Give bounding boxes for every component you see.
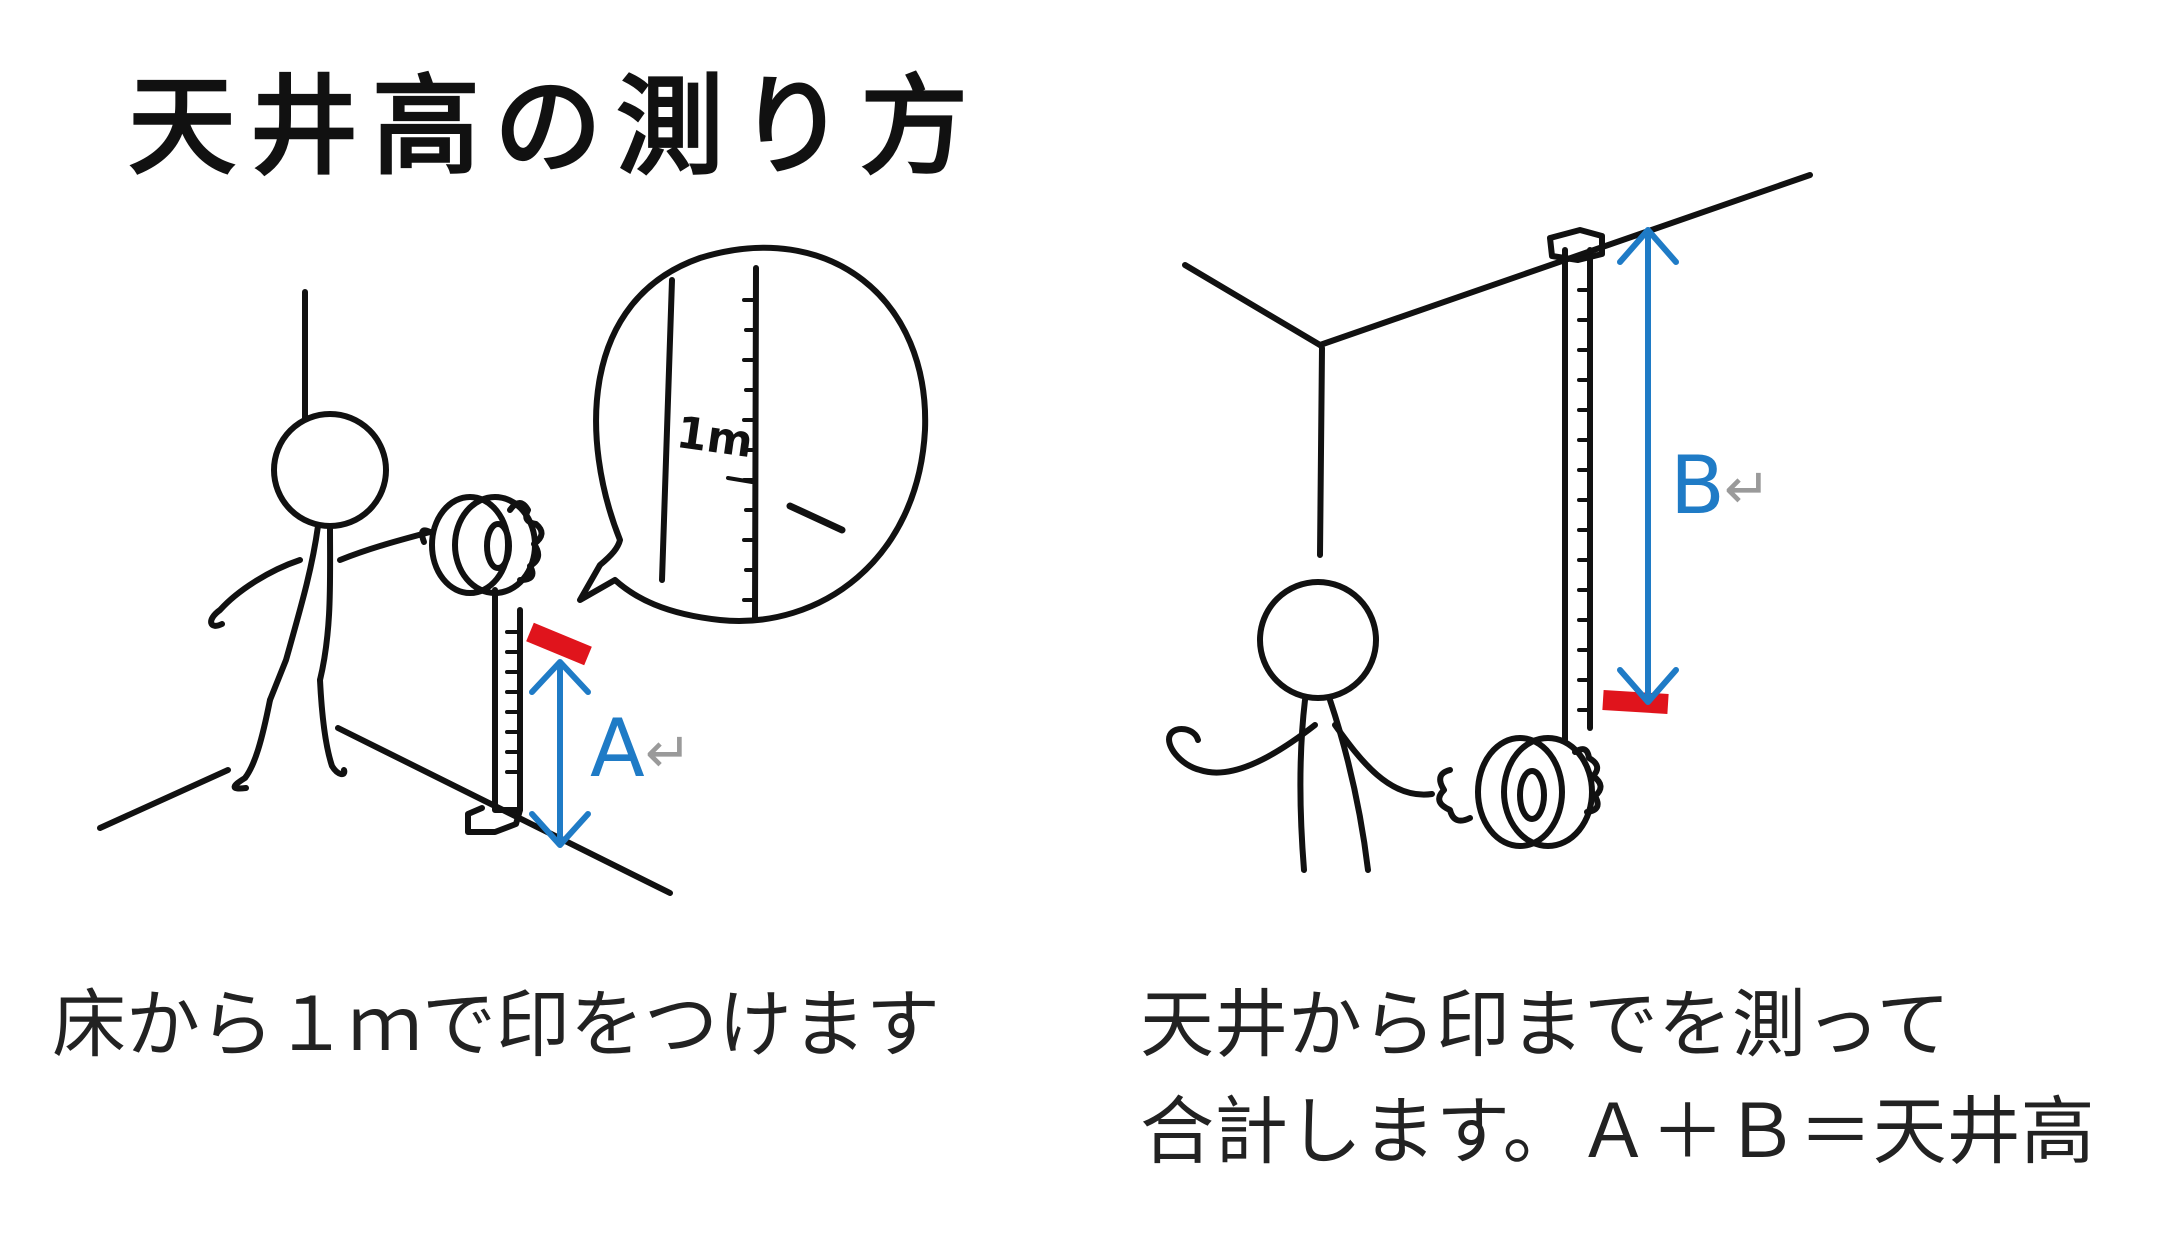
tape-measure-reel-left — [419, 494, 545, 596]
tape-blade-right — [1547, 227, 1605, 743]
ceiling-mark-red — [1602, 690, 1669, 714]
scale-mark-1m: 1m — [673, 407, 756, 468]
return-mark-b: ↵ — [1724, 457, 1771, 522]
caption-right: 天井から印までを測って 合計します。Ａ＋Ｂ＝天井高 — [1140, 972, 2095, 1187]
measure-arrow-b — [1617, 227, 1679, 705]
diagram-title: 天井高の測り方 — [128, 65, 983, 190]
return-mark-a: ↵ — [645, 721, 692, 786]
floor-line-left — [97, 767, 231, 831]
tape-measure-reel-right — [1436, 735, 1604, 849]
stick-figure-measuring-ceiling — [1166, 579, 1435, 873]
pencil-mark-stroke — [786, 502, 846, 534]
measure-arrow-a — [529, 659, 591, 848]
left-scene — [97, 244, 929, 896]
magnified-blade-edge — [752, 265, 759, 623]
right-scene — [1166, 172, 1813, 873]
stick-figure-measuring — [208, 411, 433, 792]
tape-blade-left — [465, 587, 523, 835]
caption-right-line-1: 天井から印までを測って — [1140, 982, 1951, 1068]
label-a: A — [590, 702, 645, 795]
caption-left: 床から１ｍで印をつけます — [52, 982, 940, 1068]
magnifier-bubble — [577, 244, 929, 624]
magnified-blade-edge — [659, 277, 675, 583]
caption-right-line-2: 合計します。Ａ＋Ｂ＝天井高 — [1140, 1089, 2095, 1176]
floor-mark-red — [526, 622, 592, 666]
wall-corner-line-right — [1317, 345, 1325, 558]
ceiling-line-left — [1182, 262, 1323, 348]
label-b: B — [1670, 439, 1725, 532]
